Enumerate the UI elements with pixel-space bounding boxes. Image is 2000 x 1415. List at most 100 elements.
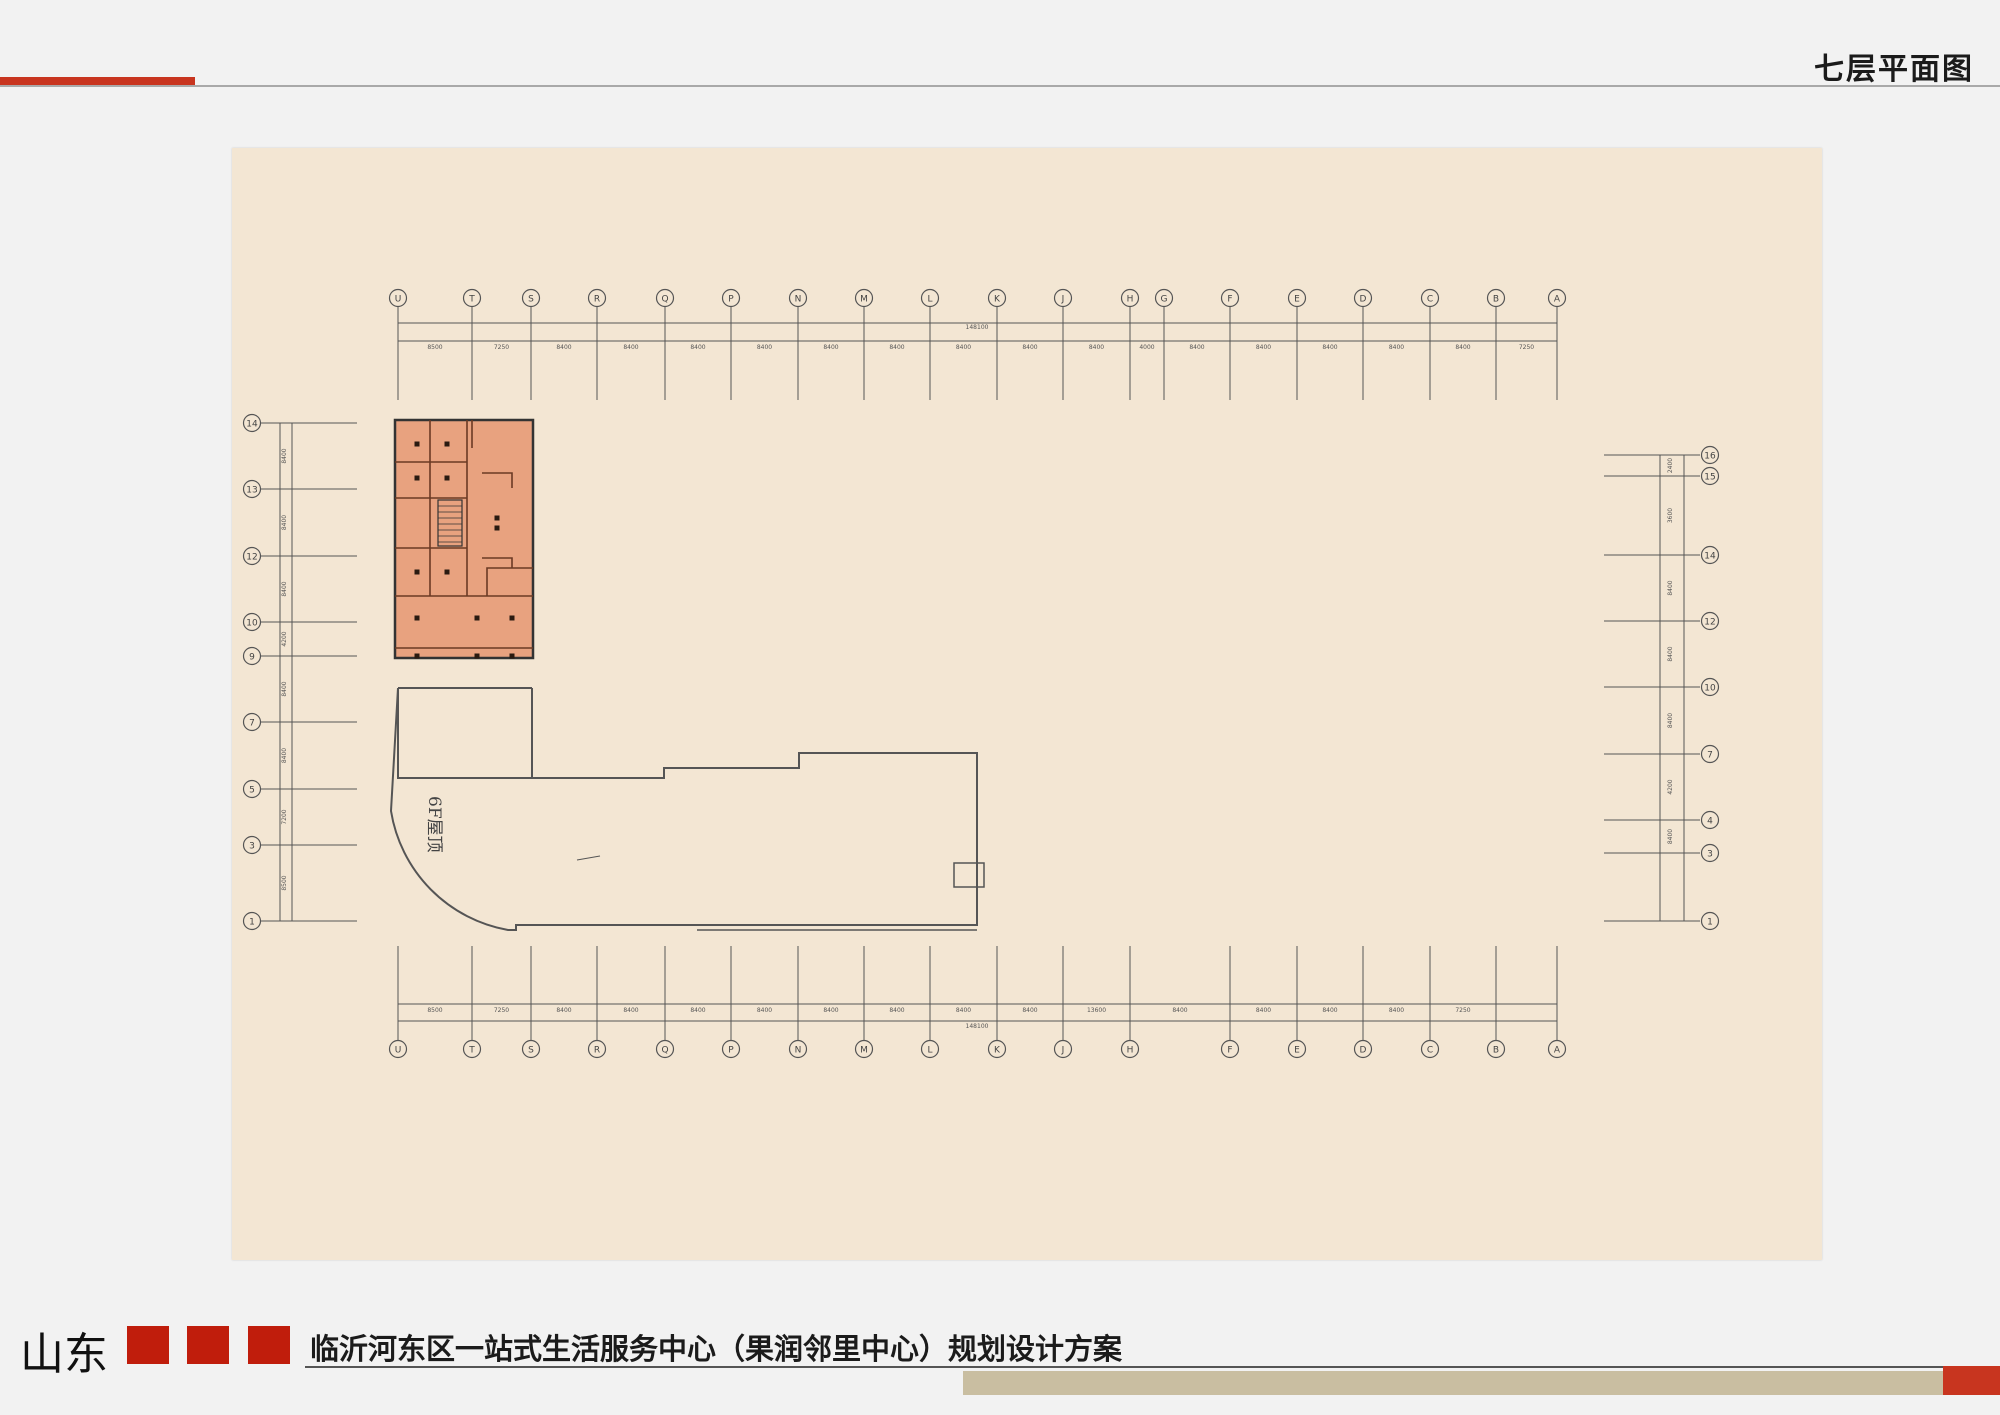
dimension-text: 8400 [1089, 344, 1104, 351]
axis-label: D [1360, 295, 1367, 305]
axis-label: F [1227, 295, 1232, 305]
axis-label: 10 [246, 619, 258, 629]
axis-label: 1 [249, 918, 255, 928]
axis-bubble [1700, 677, 1720, 697]
structural-column [414, 653, 420, 659]
axis-label: T [468, 1046, 475, 1056]
axis-bubble [242, 646, 262, 666]
axis-bubble [242, 712, 262, 732]
axis-bubble [854, 1039, 874, 1059]
dimension-text: 8400 [281, 581, 288, 596]
axis-label: 15 [1704, 473, 1715, 483]
axis-label: 10 [1704, 684, 1716, 694]
axis-bubble [788, 1039, 808, 1059]
axis-label: K [994, 1046, 1001, 1056]
structural-column [474, 653, 480, 659]
slope-mark [576, 855, 601, 861]
dimension-text: 8400 [823, 344, 838, 351]
footer-divider [305, 1366, 2000, 1368]
dimension-text: 8400 [623, 344, 638, 351]
dimension-text: 8400 [1667, 829, 1674, 844]
axis-label: 16 [1704, 452, 1716, 462]
axis-bubble [1700, 466, 1720, 486]
axis-bubble [242, 835, 262, 855]
axis-label: 3 [1707, 850, 1713, 860]
dimension-text: 13600 [1087, 1007, 1106, 1014]
axis-label: C [1427, 295, 1433, 305]
dimension-text: 4200 [1667, 779, 1674, 794]
dimension-text: 4000 [1139, 344, 1154, 351]
axis-label: L [927, 1046, 932, 1056]
axis-bubble [1547, 1039, 1567, 1059]
dimension-text: 8500 [281, 875, 288, 890]
dimension-text: 7250 [1455, 1007, 1470, 1014]
structural-column [494, 525, 500, 531]
axis-label: 14 [246, 420, 258, 430]
structural-column [444, 569, 450, 575]
footer-band-accent [1943, 1366, 2000, 1395]
roof-label: 6F屋顶 [424, 796, 444, 853]
axis-bubble [1120, 288, 1140, 308]
axis-label: G [1161, 295, 1168, 305]
axis-bubble [1700, 545, 1720, 565]
axis-bubble [462, 288, 482, 308]
axis-label: D [1360, 1046, 1367, 1056]
axis-bubble [242, 911, 262, 931]
axis-bubble [1353, 288, 1373, 308]
dimension-text: 8400 [1389, 344, 1404, 351]
dimension-text: 3600 [1667, 508, 1674, 523]
sheet-title: 七层平面图 [1814, 52, 1974, 87]
dimension-text: 148100 [966, 1023, 989, 1030]
dimension-text: 8400 [757, 344, 772, 351]
axis-label: U [395, 1046, 402, 1056]
dimension-text: 8400 [1022, 1007, 1037, 1014]
axis-label: 13 [246, 486, 257, 496]
axis-label: 7 [1707, 751, 1713, 761]
axis-bubble [1053, 288, 1073, 308]
axis-label: R [594, 1046, 600, 1056]
axis-bubble [854, 288, 874, 308]
dimension-text: 8400 [623, 1007, 638, 1014]
dimension-text: 7250 [494, 1007, 509, 1014]
axis-label: K [994, 295, 1001, 305]
dimension-text: 8400 [1322, 344, 1337, 351]
structural-column [474, 615, 480, 621]
axis-bubble [1420, 288, 1440, 308]
roof-hatch-box [953, 862, 985, 888]
axis-label: N [795, 1046, 802, 1056]
dimension-text: 8400 [956, 344, 971, 351]
dimension-text: 8400 [281, 748, 288, 763]
axis-bubble [587, 288, 607, 308]
axis-bubble [721, 288, 741, 308]
axis-label: 9 [249, 653, 255, 663]
axis-label: H [1127, 295, 1134, 305]
dimension-text: 8400 [690, 344, 705, 351]
structural-column [414, 475, 420, 481]
axis-bubble [1154, 288, 1174, 308]
roof-outline [389, 687, 978, 931]
axis-bubble [242, 413, 262, 433]
axis-bubble [721, 1039, 741, 1059]
stair-core [437, 499, 463, 547]
axis-bubble [788, 288, 808, 308]
tower-room-walls [395, 420, 533, 649]
axis-bubble [242, 779, 262, 799]
structural-column [444, 475, 450, 481]
axis-label: 7 [249, 719, 255, 729]
dimension-text: 4200 [281, 631, 288, 646]
project-title: 临沂河东区一站式生活服务中心（果润邻里中心）规划设计方案 [310, 1332, 1123, 1366]
axis-label: T [468, 295, 475, 305]
dimension-text: 7250 [494, 344, 509, 351]
axis-bubble [987, 1039, 1007, 1059]
axis-label: Q [661, 295, 668, 305]
axis-bubble [388, 288, 408, 308]
axis-bubble [1420, 1039, 1440, 1059]
axis-bubble [242, 479, 262, 499]
axis-bubble [462, 1039, 482, 1059]
dimension-text: 8400 [281, 515, 288, 530]
dimension-text: 8500 [427, 344, 442, 351]
dimension-text: 8400 [1256, 344, 1271, 351]
axis-label: R [594, 295, 600, 305]
